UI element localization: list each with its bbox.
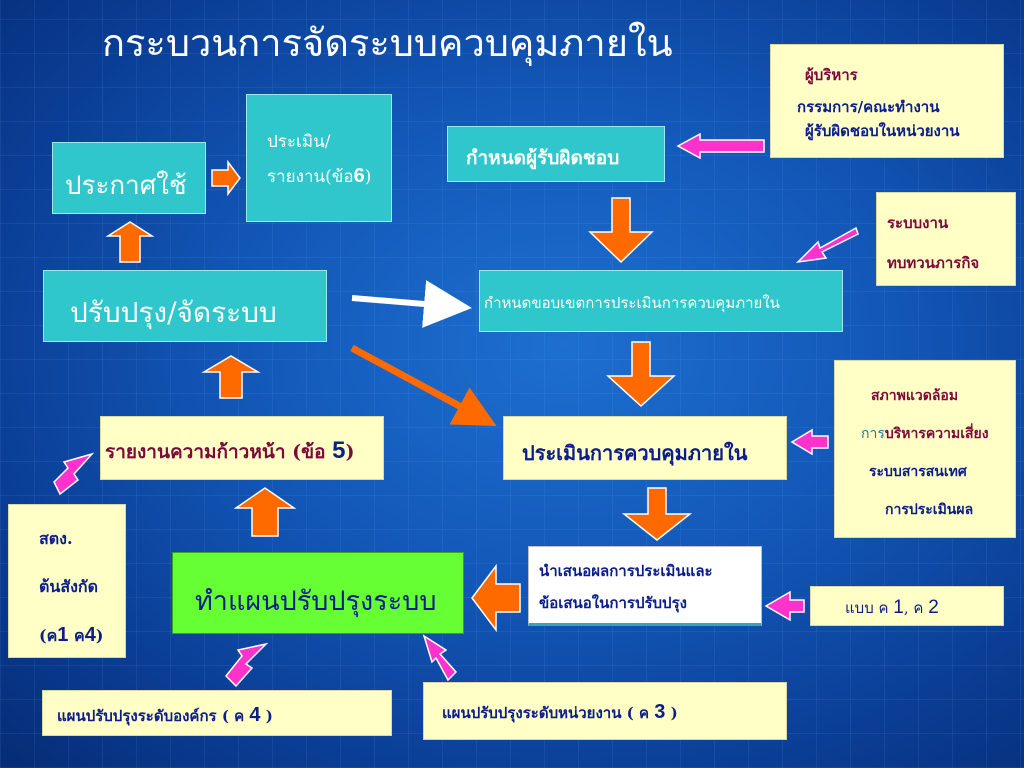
unit-plan-number: 3 [654, 701, 666, 723]
executives-line3: ผู้รับผิดชอบในหน่วยงาน [805, 122, 960, 140]
arrow-plan-to-progress [233, 487, 297, 537]
oversight-units-line3: (ค1 ค4) [39, 624, 104, 646]
org-plan-label: แผนปรับปรุงระดับองค์กร ( ค [57, 707, 250, 725]
assign-responsible-label: กำหนดผู้รับผิดชอบ [466, 147, 620, 169]
assess-control-box: ประเมินการควบคุมภายใน [503, 416, 787, 480]
improvement-plan-label: ทำแผนปรับปรุงระบบ [195, 586, 437, 617]
evaluate-report-box: ประเมิน/ รายงาน(ข้อ6) [246, 94, 392, 222]
arrow-unitplan-to-plan [422, 634, 458, 682]
arrow-scope-to-assess [606, 341, 676, 408]
executives-box: ผู้บริหาร กรรมการ/คณะทำงาน ผู้รับผิดชอบใ… [770, 44, 1004, 158]
forms-number-1: 1 [893, 597, 904, 618]
improvement-plan-box: ทำแผนปรับปรุงระบบ [172, 552, 464, 634]
unit-plan-close: ) [665, 704, 678, 722]
propose-results-line1: นำเสนอผลการประเมินและ [539, 562, 713, 580]
environment-line2: การบริหารความเสี่ยง [861, 426, 989, 442]
arrow-improve-to-assess [350, 344, 497, 426]
oversight-units-box: สตง. ต้นสังกัด (ค1 ค4) [8, 504, 126, 658]
arrow-environment-to-assess [790, 428, 829, 456]
arrow-units-to-progress [53, 452, 95, 496]
org-plan-number: 4 [249, 704, 261, 726]
page-title: กระบวนการจัดระบบควบคุมภายใน [102, 21, 673, 65]
assign-responsible-box: กำหนดผู้รับผิดชอบ [447, 126, 665, 182]
arrow-forms-to-propose [764, 590, 805, 622]
oversight-units-line1: สตง. [39, 529, 73, 548]
progress-report-close: ) [345, 441, 355, 463]
executives-line1: ผู้บริหาร [805, 66, 858, 84]
arrow-review-to-scope [795, 226, 859, 264]
unit-plan-box: แผนปรับปรุงระดับหน่วยงาน ( ค 3 ) [423, 682, 787, 740]
scope-box: กำหนดขอบเขตการประเมินการควบคุมภายใน [479, 270, 843, 332]
arrow-improve-to-scope [351, 280, 472, 328]
environment-box: สภาพแวดล้อม การบริหารความเสี่ยง ระบบสารส… [834, 360, 1016, 538]
environment-line3: ระบบสารสนเทศ [869, 464, 967, 480]
forms-number-2: 2 [928, 597, 939, 618]
improve-system-label: ปรับปรุง/จัดระบบ [70, 296, 277, 329]
system-review-line2: ทบทวนภารกิจ [887, 254, 980, 272]
forms-label: แบบ ค [845, 599, 894, 617]
progress-report-number: 5 [332, 437, 346, 464]
arrow-progress-to-improve [201, 355, 261, 399]
arrow-announce-to-evaluate [211, 159, 241, 197]
evaluate-report-line2: รายงาน(ข้อ6) [267, 165, 372, 187]
system-review-line1: ระบบงาน [887, 214, 949, 232]
arrow-executives-to-assign [676, 132, 765, 160]
announce-box: ประกาศใช้ [52, 142, 206, 214]
unit-plan-label: แผนปรับปรุงระดับหน่วยงาน ( ค [442, 704, 655, 722]
scope-label: กำหนดขอบเขตการประเมินการควบคุมภายใน [484, 294, 780, 312]
org-plan-box: แผนปรับปรุงระดับองค์กร ( ค 4 ) [42, 690, 392, 736]
environment-line4: การประเมินผล [885, 502, 974, 518]
progress-report-label: รายงานความก้าวหน้า (ข้อ [105, 441, 333, 463]
org-plan-close: ) [260, 707, 273, 725]
improve-system-box: ปรับปรุง/จัดระบบ [43, 270, 327, 342]
arrow-propose-to-plan [471, 563, 521, 633]
arrow-orgplan-to-plan [224, 642, 269, 688]
executives-line2: กรรมการ/คณะทำงาน [797, 98, 940, 116]
propose-results-box: นำเสนอผลการประเมินและ ข้อเสนอในการปรับปร… [528, 546, 762, 626]
evaluate-report-line1: ประเมิน/ [267, 132, 331, 152]
oversight-units-line2: ต้นสังกัด [39, 577, 98, 596]
forms-sep: , ค [903, 599, 929, 617]
assess-control-label: ประเมินการควบคุมภายใน [522, 441, 748, 465]
announce-label: ประกาศใช้ [65, 171, 187, 201]
arrow-assess-to-propose [621, 487, 693, 541]
arrow-assign-to-scope [588, 197, 654, 264]
propose-results-line2: ข้อเสนอในการปรับปรุง [539, 594, 687, 612]
forms-box: แบบ ค 1, ค 2 [810, 586, 1004, 626]
arrow-improve-to-announce [105, 221, 155, 263]
system-review-box: ระบบงาน ทบทวนภารกิจ [876, 192, 1016, 286]
progress-report-box: รายงานความก้าวหน้า (ข้อ 5) [100, 416, 384, 480]
environment-line1: สภาพแวดล้อม [871, 388, 959, 404]
